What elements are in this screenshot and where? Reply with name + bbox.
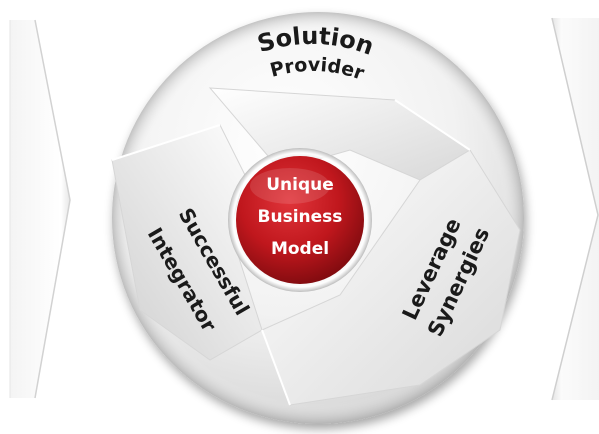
hub-text-line1: Unique [266, 175, 334, 195]
left-chevron-panel [9, 19, 71, 399]
right-chevron-panel [551, 17, 599, 401]
segment-arrow-left [111, 124, 263, 361]
segment-arrow-right [261, 149, 521, 406]
center-hub: Unique Business Model [228, 148, 372, 292]
hub-text-line2: Business [258, 207, 343, 227]
hub-text-line3: Model [271, 239, 329, 259]
